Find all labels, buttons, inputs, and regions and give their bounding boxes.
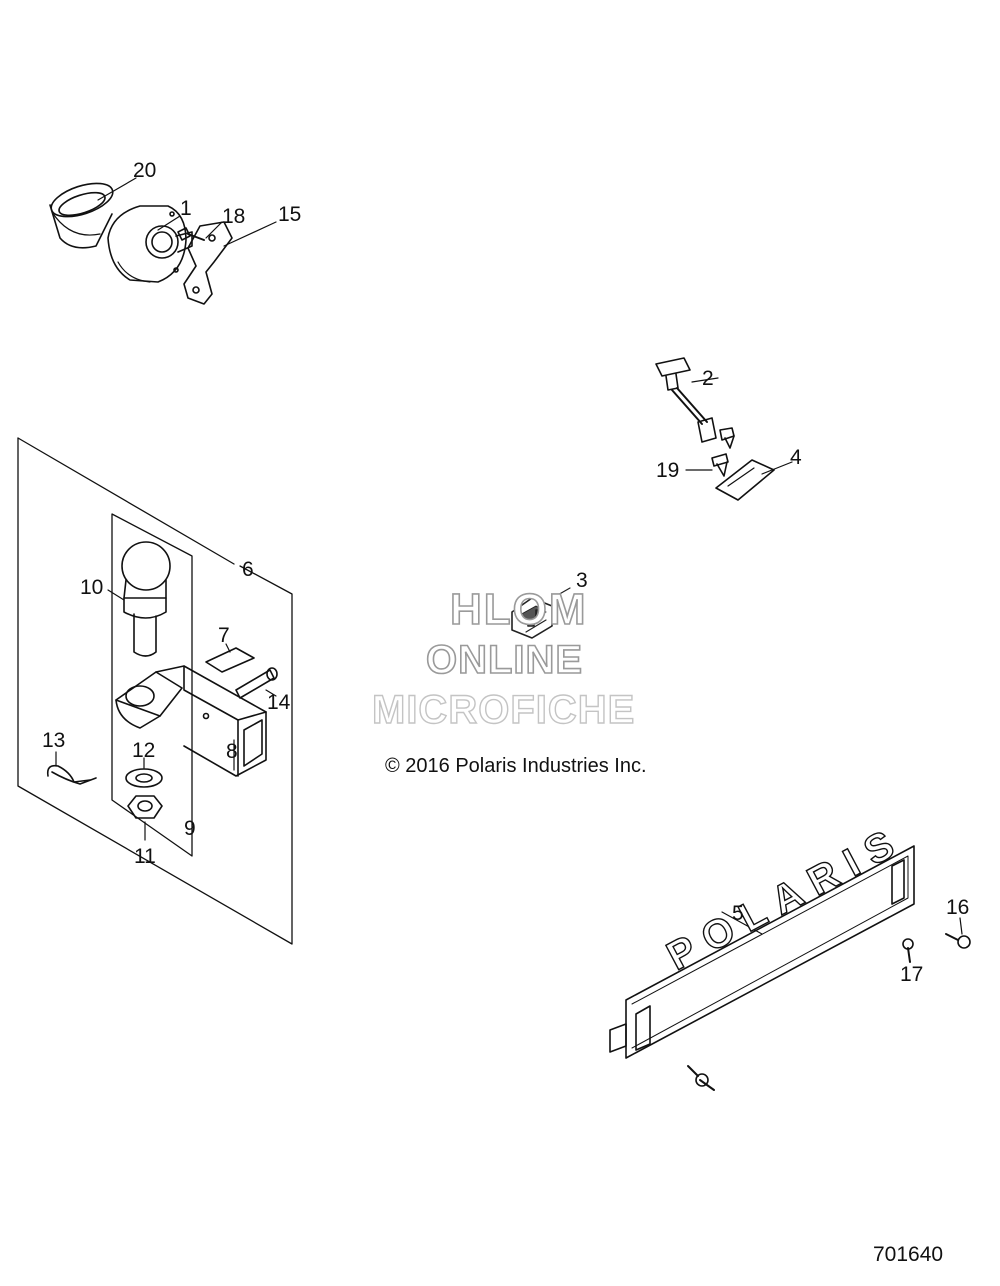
callout-12: 12 [132, 739, 156, 762]
callout-17: 17 [900, 963, 924, 986]
part-2-harness [655, 357, 719, 443]
part-10-hitch-ball [107, 541, 171, 657]
hitch-assembly-frame [17, 437, 293, 945]
part-20-sleeve [49, 182, 114, 249]
part-13-clip [46, 751, 97, 785]
watermark-line-1: HLOM [449, 585, 588, 634]
part-7-decal [205, 643, 255, 673]
callout-18: 18 [222, 205, 246, 228]
part-5-plate-bracket [609, 845, 915, 1059]
part-18-screw [177, 227, 205, 241]
copyright-notice: © 2016 Polaris Industries Inc. [385, 755, 647, 777]
callout-6: 6 [242, 558, 254, 581]
part-screw-lower [687, 1065, 715, 1091]
callout-20: 20 [133, 159, 157, 182]
part-3-switch [511, 587, 571, 639]
callout-2: 2 [702, 367, 714, 390]
part-12-washer [125, 757, 163, 788]
watermark-line-2: ONLINE [425, 638, 584, 682]
ball-mount-frame [111, 513, 193, 857]
callout-5: 5 [732, 902, 744, 925]
part-4-plate [715, 459, 793, 501]
callout-9: 9 [184, 817, 196, 840]
callout-13: 13 [42, 729, 66, 752]
part-17-screw [902, 938, 914, 963]
watermark-line-3: MICROFICHE [371, 688, 636, 732]
callout-3: 3 [576, 569, 588, 592]
callout-14: 14 [267, 691, 291, 714]
callout-8: 8 [226, 740, 238, 763]
leaders-top-left [97, 177, 277, 247]
part-19-rivets [685, 427, 735, 477]
part-16-screw [945, 917, 971, 949]
part-8-ball-mount [115, 665, 267, 777]
callout-16: 16 [946, 896, 970, 919]
diagram-number: 701640 [873, 1243, 944, 1266]
callout-15: 15 [278, 203, 302, 226]
callout-10: 10 [80, 576, 104, 599]
callout-11: 11 [134, 845, 156, 868]
part-14-pin [235, 667, 278, 699]
part-11-nut [127, 795, 163, 841]
callout-1: 1 [180, 197, 192, 220]
callout-19: 19 [656, 459, 680, 482]
callout-4: 4 [790, 446, 802, 469]
callout-7: 7 [218, 624, 230, 647]
part-15-bracket [183, 221, 233, 305]
